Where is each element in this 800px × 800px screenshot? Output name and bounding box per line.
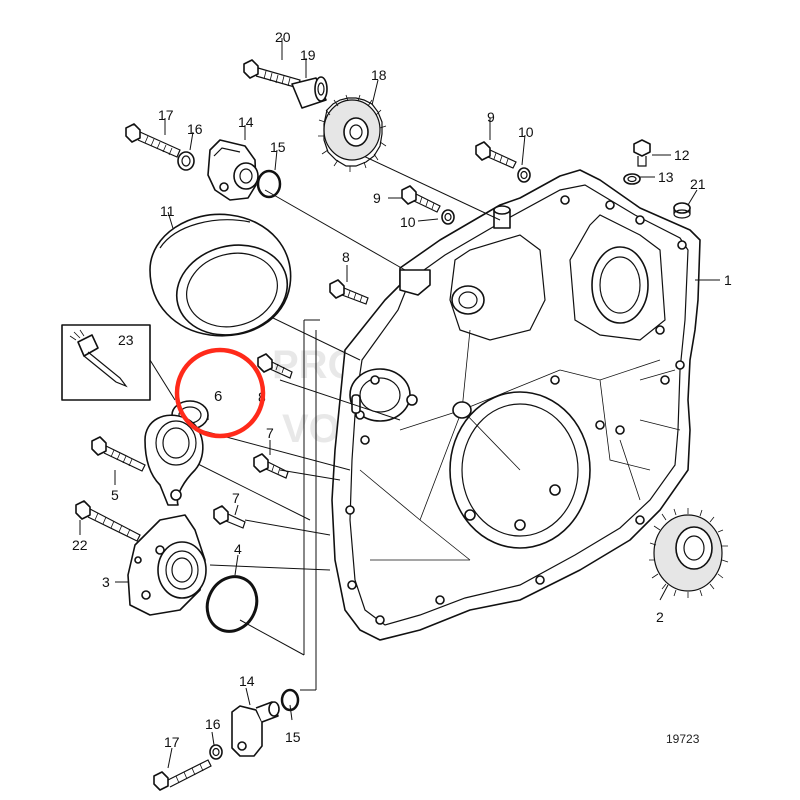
callout-1: 1	[724, 272, 732, 288]
callout-14-bottom: 14	[239, 673, 255, 689]
sealant-inset-23	[61, 324, 176, 401]
bolt-8-lower	[257, 353, 293, 379]
callout-15-bottom: 15	[285, 729, 301, 745]
callout-7-mid: 7	[232, 490, 240, 506]
callout-9-mid: 9	[373, 190, 381, 206]
callout-9-top: 9	[487, 109, 495, 125]
washer-16-bottom	[209, 744, 223, 760]
bolt-9-lower	[401, 185, 441, 213]
callout-22: 22	[72, 537, 88, 553]
dowel-21	[673, 202, 691, 219]
leader-lines	[65, 38, 720, 769]
o-ring-4	[205, 575, 259, 633]
bracket-14-bottom	[231, 701, 280, 757]
housing-3	[127, 514, 207, 616]
seal-11	[149, 213, 292, 337]
callout-11: 11	[160, 203, 175, 219]
bolt-8-upper	[329, 279, 369, 305]
bracket-14-top	[207, 139, 259, 201]
bolt-17-bottom	[153, 759, 212, 791]
highlight-circle	[174, 347, 266, 439]
callout-16-bottom: 16	[205, 716, 221, 732]
callout-13: 13	[658, 169, 674, 185]
callout-2: 2	[656, 609, 664, 625]
o-ring-15-top	[256, 169, 282, 199]
crank-gear-2	[649, 508, 729, 598]
bolt-9-upper	[475, 141, 517, 169]
bolt-7-upper	[253, 453, 289, 479]
callout-4: 4	[234, 541, 242, 557]
holder-5	[144, 414, 204, 506]
washer-10-lower	[441, 209, 455, 225]
washer-16-top	[177, 151, 195, 171]
callout-21: 21	[690, 176, 706, 192]
callout-20: 20	[275, 29, 291, 45]
callout-8-top: 8	[342, 249, 350, 265]
callout-7-top: 7	[266, 425, 274, 441]
o-ring-15-bottom	[280, 688, 300, 712]
idler-gear-18	[318, 94, 387, 172]
plug-12	[633, 139, 651, 167]
callout-14-top: 14	[238, 114, 254, 130]
callout-18: 18	[371, 67, 387, 83]
callout-17-bottom: 17	[164, 734, 180, 750]
bolt-7-lower	[213, 505, 246, 529]
figure-number: 19723	[666, 732, 700, 746]
washer-13	[623, 173, 641, 185]
bolt-5	[91, 436, 146, 472]
callout-16-top: 16	[187, 121, 203, 137]
callout-labels: 20 19 18 17 16 14 15 9 10 12 13 21 9 10 …	[72, 29, 732, 750]
callout-19: 19	[300, 47, 316, 63]
timing-cover-housing	[331, 169, 701, 641]
highlight-label: 6	[214, 388, 222, 405]
bolt-22	[75, 500, 141, 542]
callout-15-top: 15	[270, 139, 286, 155]
callout-23: 23	[118, 332, 134, 348]
washer-10-upper	[517, 167, 531, 183]
callout-12: 12	[674, 147, 690, 163]
callout-3: 3	[102, 574, 110, 590]
callout-17-top: 17	[158, 107, 174, 123]
highlight-marker: 6	[174, 347, 266, 439]
callout-10-top: 10	[518, 124, 534, 140]
bolt-17-top	[125, 123, 181, 158]
callout-5: 5	[111, 487, 119, 503]
callout-10-mid: 10	[400, 214, 416, 230]
sleeve-19	[291, 76, 328, 109]
